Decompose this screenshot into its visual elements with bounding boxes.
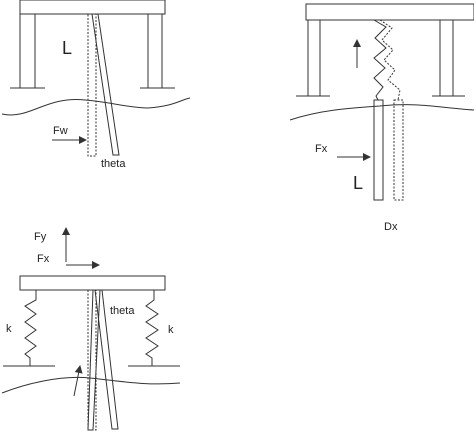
- panel-a-right-column: [147, 14, 163, 89]
- panel-c-pile-rotated-a: [87, 289, 101, 431]
- panel-c-pile-rotated-b: [94, 289, 119, 430]
- panel-a-length-label: L: [62, 38, 72, 58]
- panel-c-right-spring-label: k: [168, 324, 174, 336]
- panel-c-fy-label: Fy: [34, 231, 47, 243]
- panel-c-left-spring-label: k: [6, 323, 12, 335]
- panel-a: L Fw theta: [1, 0, 191, 170]
- panel-b-pile-dashed: [393, 99, 404, 201]
- panel-c-left-spring: [24, 290, 37, 366]
- panel-b-zigzag-solid: [373, 19, 387, 101]
- panel-a-beam: [19, 0, 166, 15]
- panel-b-left-column: [307, 20, 321, 97]
- panel-c-diagonal-arrow: [73, 365, 83, 397]
- panel-a-angle-label: theta: [101, 158, 126, 170]
- panel-b-beam: [305, 3, 474, 21]
- panel-b-length-label: L: [353, 173, 363, 193]
- panel-b-right-column: [439, 20, 454, 97]
- panel-c-ground-line: [1, 376, 181, 394]
- panel-c-right-spring: [145, 290, 159, 366]
- panel-b: Fx L Dx: [289, 3, 474, 233]
- panel-a-force-label: Fw: [53, 125, 68, 137]
- panel-a-pile-rotated: [91, 13, 120, 156]
- panel-b-zigzag-dashed: [379, 19, 401, 101]
- panel-c-beam: [19, 275, 166, 291]
- panel-c-angle-label: theta: [110, 305, 135, 317]
- panel-a-left-column: [19, 14, 36, 89]
- panel-b-force-label: Fx: [315, 143, 328, 155]
- panel-c-fx-label: Fx: [37, 253, 50, 265]
- panel-b-pile-solid: [373, 99, 384, 201]
- panel-b-ground-line: [289, 104, 474, 121]
- panel-c: Fy Fx k k theta: [1, 227, 181, 431]
- panel-b-displacement-label: Dx: [384, 221, 398, 233]
